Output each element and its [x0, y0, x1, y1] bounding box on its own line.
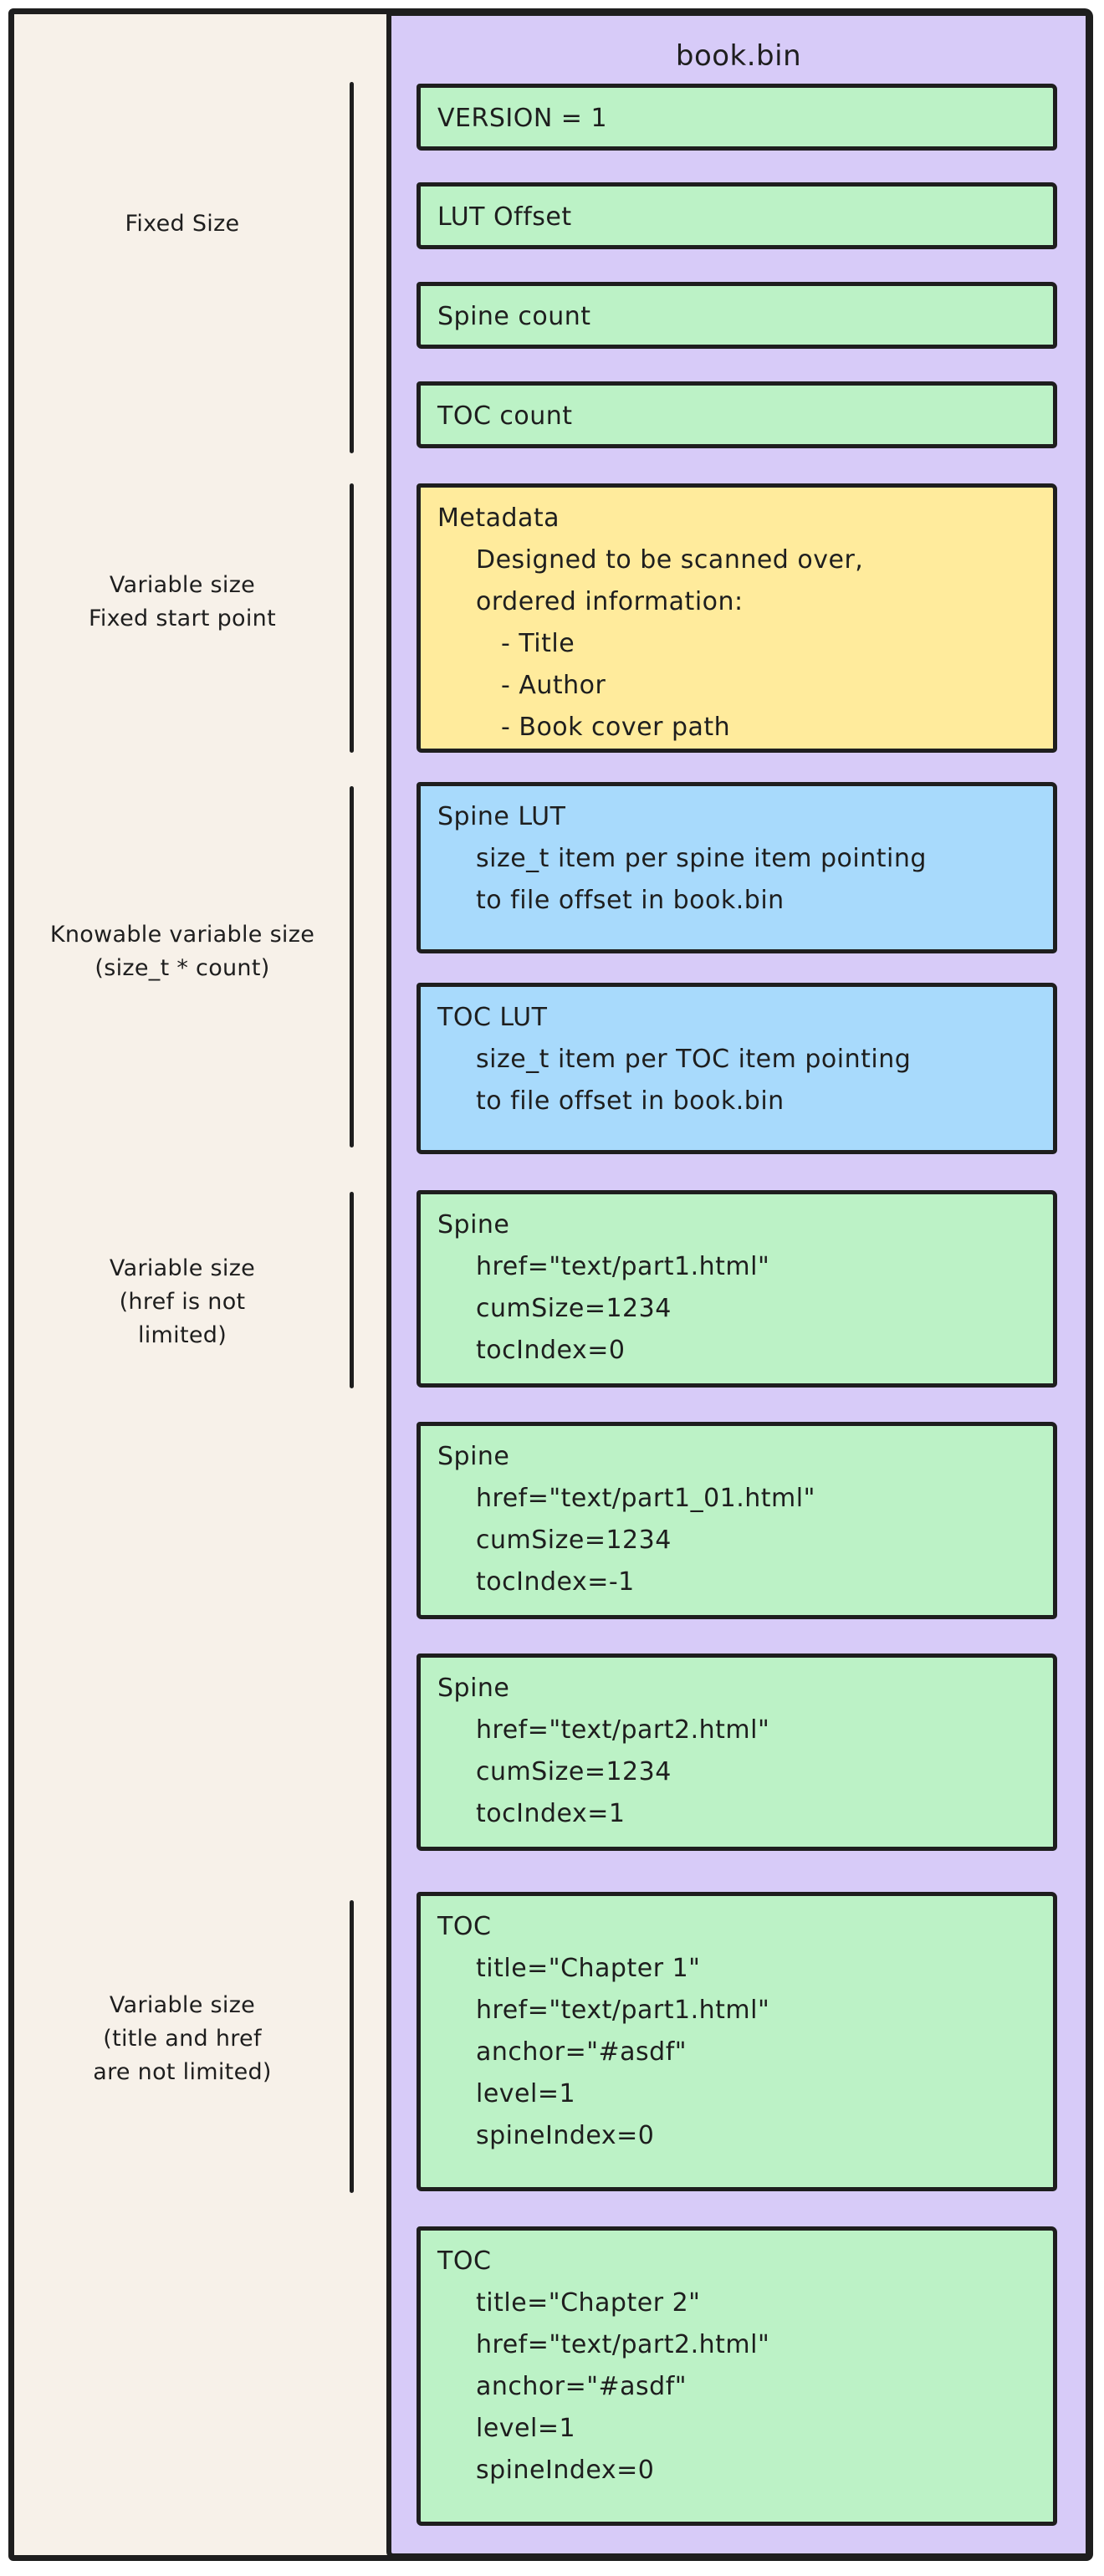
bracket-line-variable-fixed-start	[350, 483, 354, 753]
box-spine-3: Spine href="text/part2.html" cumSize=123…	[417, 1653, 1057, 1851]
label-line: (size_t * count)	[95, 955, 270, 981]
box-text-line: Designed to be scanned over,	[476, 545, 864, 575]
box-text-line: cumSize=1234	[476, 1526, 672, 1555]
box-text-line: - Book cover path	[501, 713, 731, 742]
box-text-line: tocIndex=0	[476, 1336, 626, 1365]
box-spine-2: Spine href="text/part1_01.html" cumSize=…	[417, 1422, 1057, 1619]
label-line: are not limited)	[93, 2059, 272, 2085]
box-text-line: TOC LUT	[437, 1003, 548, 1032]
box-text-line: href="text/part1.html"	[476, 1252, 770, 1281]
label-line: Knowable variable size	[49, 922, 315, 948]
box-text-line: tocIndex=1	[476, 1799, 626, 1828]
box-text-line: spineIndex=0	[476, 2121, 655, 2150]
box-text-line: Metadata	[437, 503, 560, 533]
box-toc-2: TOC title="Chapter 2" href="text/part2.h…	[417, 2226, 1057, 2526]
section-label-variable-title-href: Variable size (title and href are not li…	[23, 1989, 341, 2089]
bracket-line-knowable-variable	[350, 786, 354, 1147]
label-line: Fixed Size	[125, 211, 240, 237]
box-text-line: title="Chapter 2"	[476, 2288, 701, 2318]
box-toc-lut: TOC LUT size_t item per TOC item pointin…	[417, 983, 1057, 1154]
label-line: (href is not	[119, 1289, 246, 1315]
box-spine-lut: Spine LUT size_t item per spine item poi…	[417, 782, 1057, 953]
box-text-line: TOC count	[437, 401, 573, 431]
box-metadata: Metadata Designed to be scanned over, or…	[417, 483, 1057, 753]
box-text-line: TOC	[437, 1912, 492, 1941]
box-text-line: to file offset in book.bin	[476, 1086, 785, 1116]
label-line: Variable size	[109, 1255, 256, 1281]
box-text-line: Spine	[437, 1674, 510, 1703]
box-text-line: title="Chapter 1"	[476, 1954, 701, 1983]
file-title: book.bin	[675, 39, 802, 73]
bracket-line-fixed-size	[350, 82, 354, 453]
box-text-line: LUT Offset	[437, 202, 572, 232]
box-text-line: cumSize=1234	[476, 1294, 672, 1323]
box-text-line: Spine LUT	[437, 802, 566, 831]
book-bin-container: book.bin VERSION = 1 LUT Offset Spine co…	[386, 11, 1091, 2558]
box-text-line: VERSION = 1	[437, 104, 608, 133]
box-text-line: - Title	[501, 629, 575, 658]
box-text-line: level=1	[476, 2414, 576, 2443]
box-text-line: href="text/part2.html"	[476, 1715, 770, 1745]
box-text-line: href="text/part1.html"	[476, 1996, 770, 2025]
bracket-line-variable-href	[350, 1192, 354, 1388]
box-spine-1: Spine href="text/part1.html" cumSize=123…	[417, 1190, 1057, 1388]
label-line: (title and href	[103, 2026, 262, 2052]
box-text-line: href="text/part2.html"	[476, 2330, 770, 2359]
box-version: VERSION = 1	[417, 84, 1057, 151]
box-text-line: ordered information:	[476, 587, 744, 616]
box-text-line: Spine count	[437, 302, 591, 331]
box-spine-count: Spine count	[417, 282, 1057, 349]
box-text-line: size_t item per TOC item pointing	[476, 1045, 912, 1074]
box-text-line: href="text/part1_01.html"	[476, 1484, 815, 1513]
section-label-variable-href: Variable size (href is not limited)	[23, 1252, 341, 1352]
box-text-line: Spine	[437, 1210, 510, 1239]
box-text-line: tocIndex=-1	[476, 1567, 635, 1597]
box-lut-offset: LUT Offset	[417, 182, 1057, 249]
label-line: Variable size	[109, 572, 256, 598]
box-text-line: Spine	[437, 1442, 510, 1471]
box-text-line: anchor="#asdf"	[476, 2372, 687, 2401]
box-toc-count: TOC count	[417, 381, 1057, 448]
section-label-variable-fixed-start: Variable size Fixed start point	[23, 569, 341, 636]
label-line: limited)	[137, 1322, 227, 1348]
box-text-line: to file offset in book.bin	[476, 886, 785, 915]
box-text-line: size_t item per spine item pointing	[476, 844, 927, 873]
box-toc-1: TOC title="Chapter 1" href="text/part1.h…	[417, 1892, 1057, 2191]
box-text-line: anchor="#asdf"	[476, 2037, 687, 2067]
label-line: Variable size	[109, 1992, 256, 2018]
box-text-line: level=1	[476, 2079, 576, 2108]
section-label-fixed-size: Fixed Size	[23, 207, 341, 241]
bracket-line-variable-title-href	[350, 1900, 354, 2193]
box-text-line: cumSize=1234	[476, 1757, 672, 1786]
section-label-knowable-variable: Knowable variable size (size_t * count)	[23, 918, 341, 985]
box-text-line: spineIndex=0	[476, 2456, 655, 2485]
box-text-line: TOC	[437, 2246, 492, 2276]
label-line: Fixed start point	[89, 606, 276, 631]
box-text-line: - Author	[501, 671, 606, 700]
